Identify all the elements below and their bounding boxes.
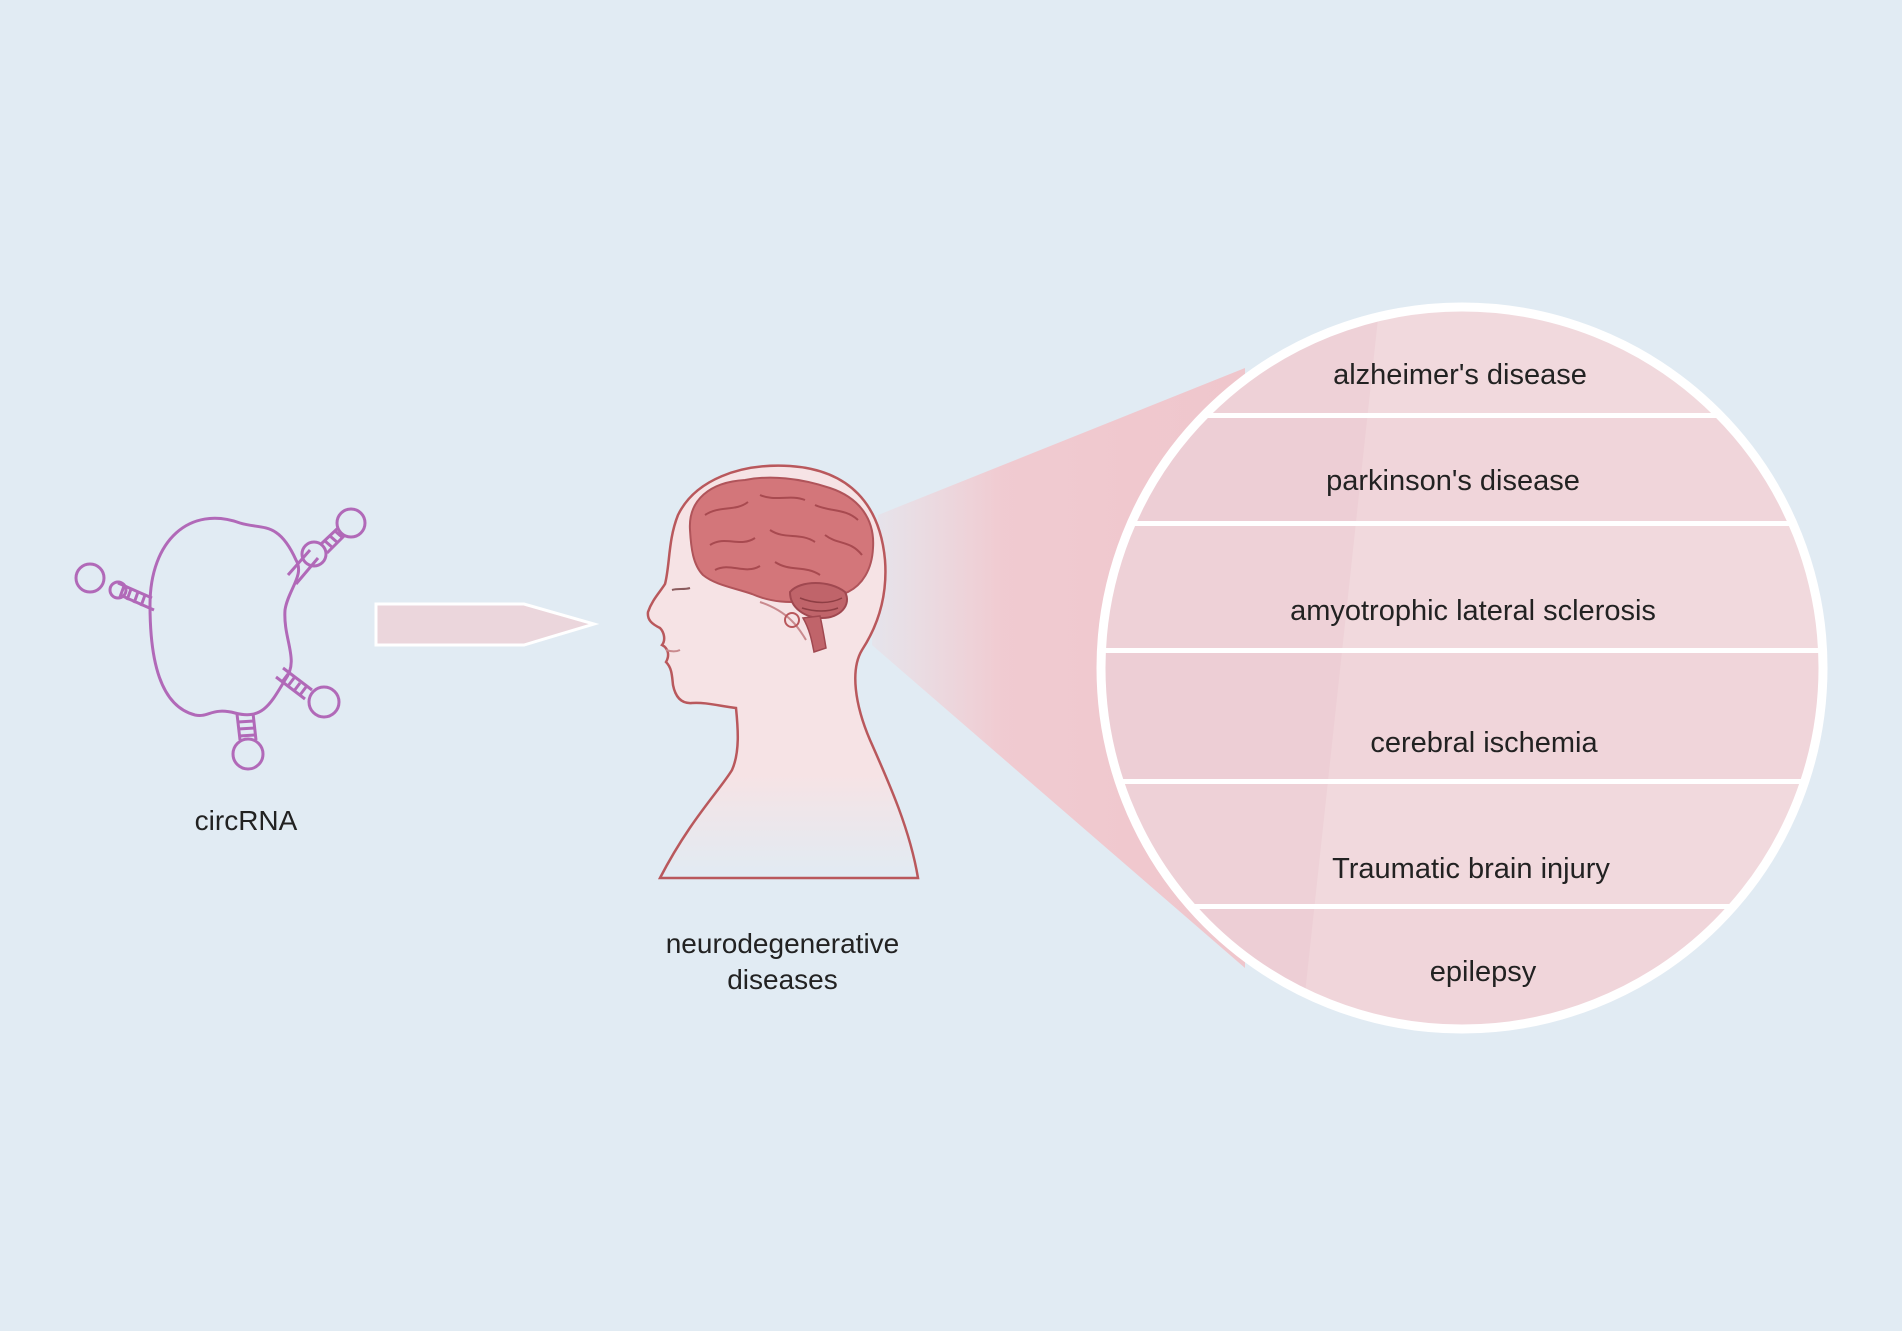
pointing-arrow (374, 602, 600, 647)
circrna-label: circRNA (194, 805, 298, 836)
disease-label: parkinson's disease (1326, 465, 1580, 497)
disease-zoom-circle (1096, 302, 1828, 1034)
disease-label: epilepsy (1429, 956, 1537, 988)
disease-label: alzheimer's disease (1333, 359, 1587, 391)
brain-icon (688, 476, 875, 653)
disease-label: Traumatic brain injury (1332, 853, 1610, 885)
disease-label: amyotrophic lateral sclerosis (1290, 595, 1656, 627)
circrna-structure-icon (74, 507, 367, 771)
category-label-line2: diseases (727, 964, 838, 995)
category-label-line1: neurodegenerative (665, 928, 900, 959)
disease-label: cerebral ischemia (1370, 727, 1598, 759)
